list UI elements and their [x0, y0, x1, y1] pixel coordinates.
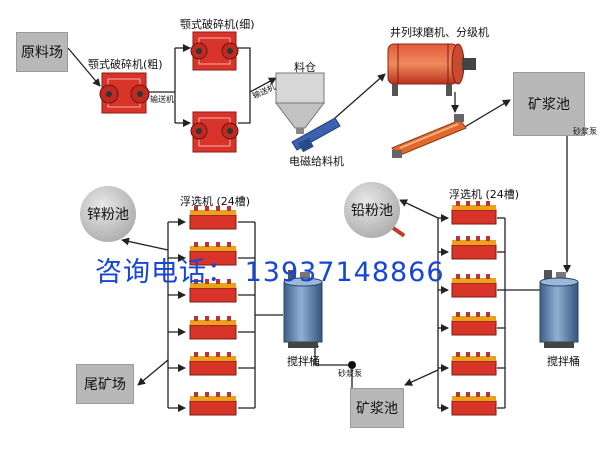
jaw-crusher-fine-bottom	[190, 111, 239, 153]
label-jaw-coarse: 颚式破碎机(粗)	[88, 58, 163, 71]
raw-material-yard: 原料场	[16, 32, 68, 72]
label-bin: 料仓	[294, 61, 316, 74]
label-agitator-left: 搅拌桶	[287, 355, 320, 368]
lead-pool: 铅粉池	[344, 182, 400, 238]
label-flotation-right: 浮选机 (24槽)	[449, 188, 520, 201]
label-flotation-left: 浮选机 (24槽)	[180, 195, 251, 208]
zinc-pool: 锌粉池	[80, 186, 136, 242]
slurry-tank-right: 矿浆池	[513, 72, 585, 136]
label-sand-pump-right: 砂浆泵	[573, 127, 597, 136]
ball-mill	[387, 43, 476, 96]
agitator-tank-right	[539, 270, 579, 348]
bin-hopper	[274, 72, 326, 134]
label-sand-pump-bottom: 砂浆泵	[338, 369, 362, 378]
agitator-tank-left	[283, 270, 323, 348]
flotation-cells-left	[189, 206, 237, 416]
label-feeder: 电磁给料机	[289, 155, 344, 168]
electromagnetic-feeder	[291, 117, 341, 153]
contact-phone: 咨询电话： 13937148866	[95, 257, 445, 288]
slurry-tank-bottom: 矿浆池	[350, 388, 404, 428]
flotation-cells-right	[451, 201, 497, 416]
tailings-yard: 尾矿场	[76, 364, 134, 404]
label-agitator-right: 搅拌桶	[547, 355, 580, 368]
label-conveyor-1: 输送机	[150, 95, 174, 104]
label-jaw-fine: 颚式破碎机(细)	[180, 18, 255, 31]
jaw-crusher-coarse	[99, 72, 150, 114]
spiral-classifier	[391, 114, 467, 158]
jaw-crusher-fine-top	[190, 31, 239, 71]
label-ball-mill: 井列球磨机、分级机	[390, 26, 489, 39]
